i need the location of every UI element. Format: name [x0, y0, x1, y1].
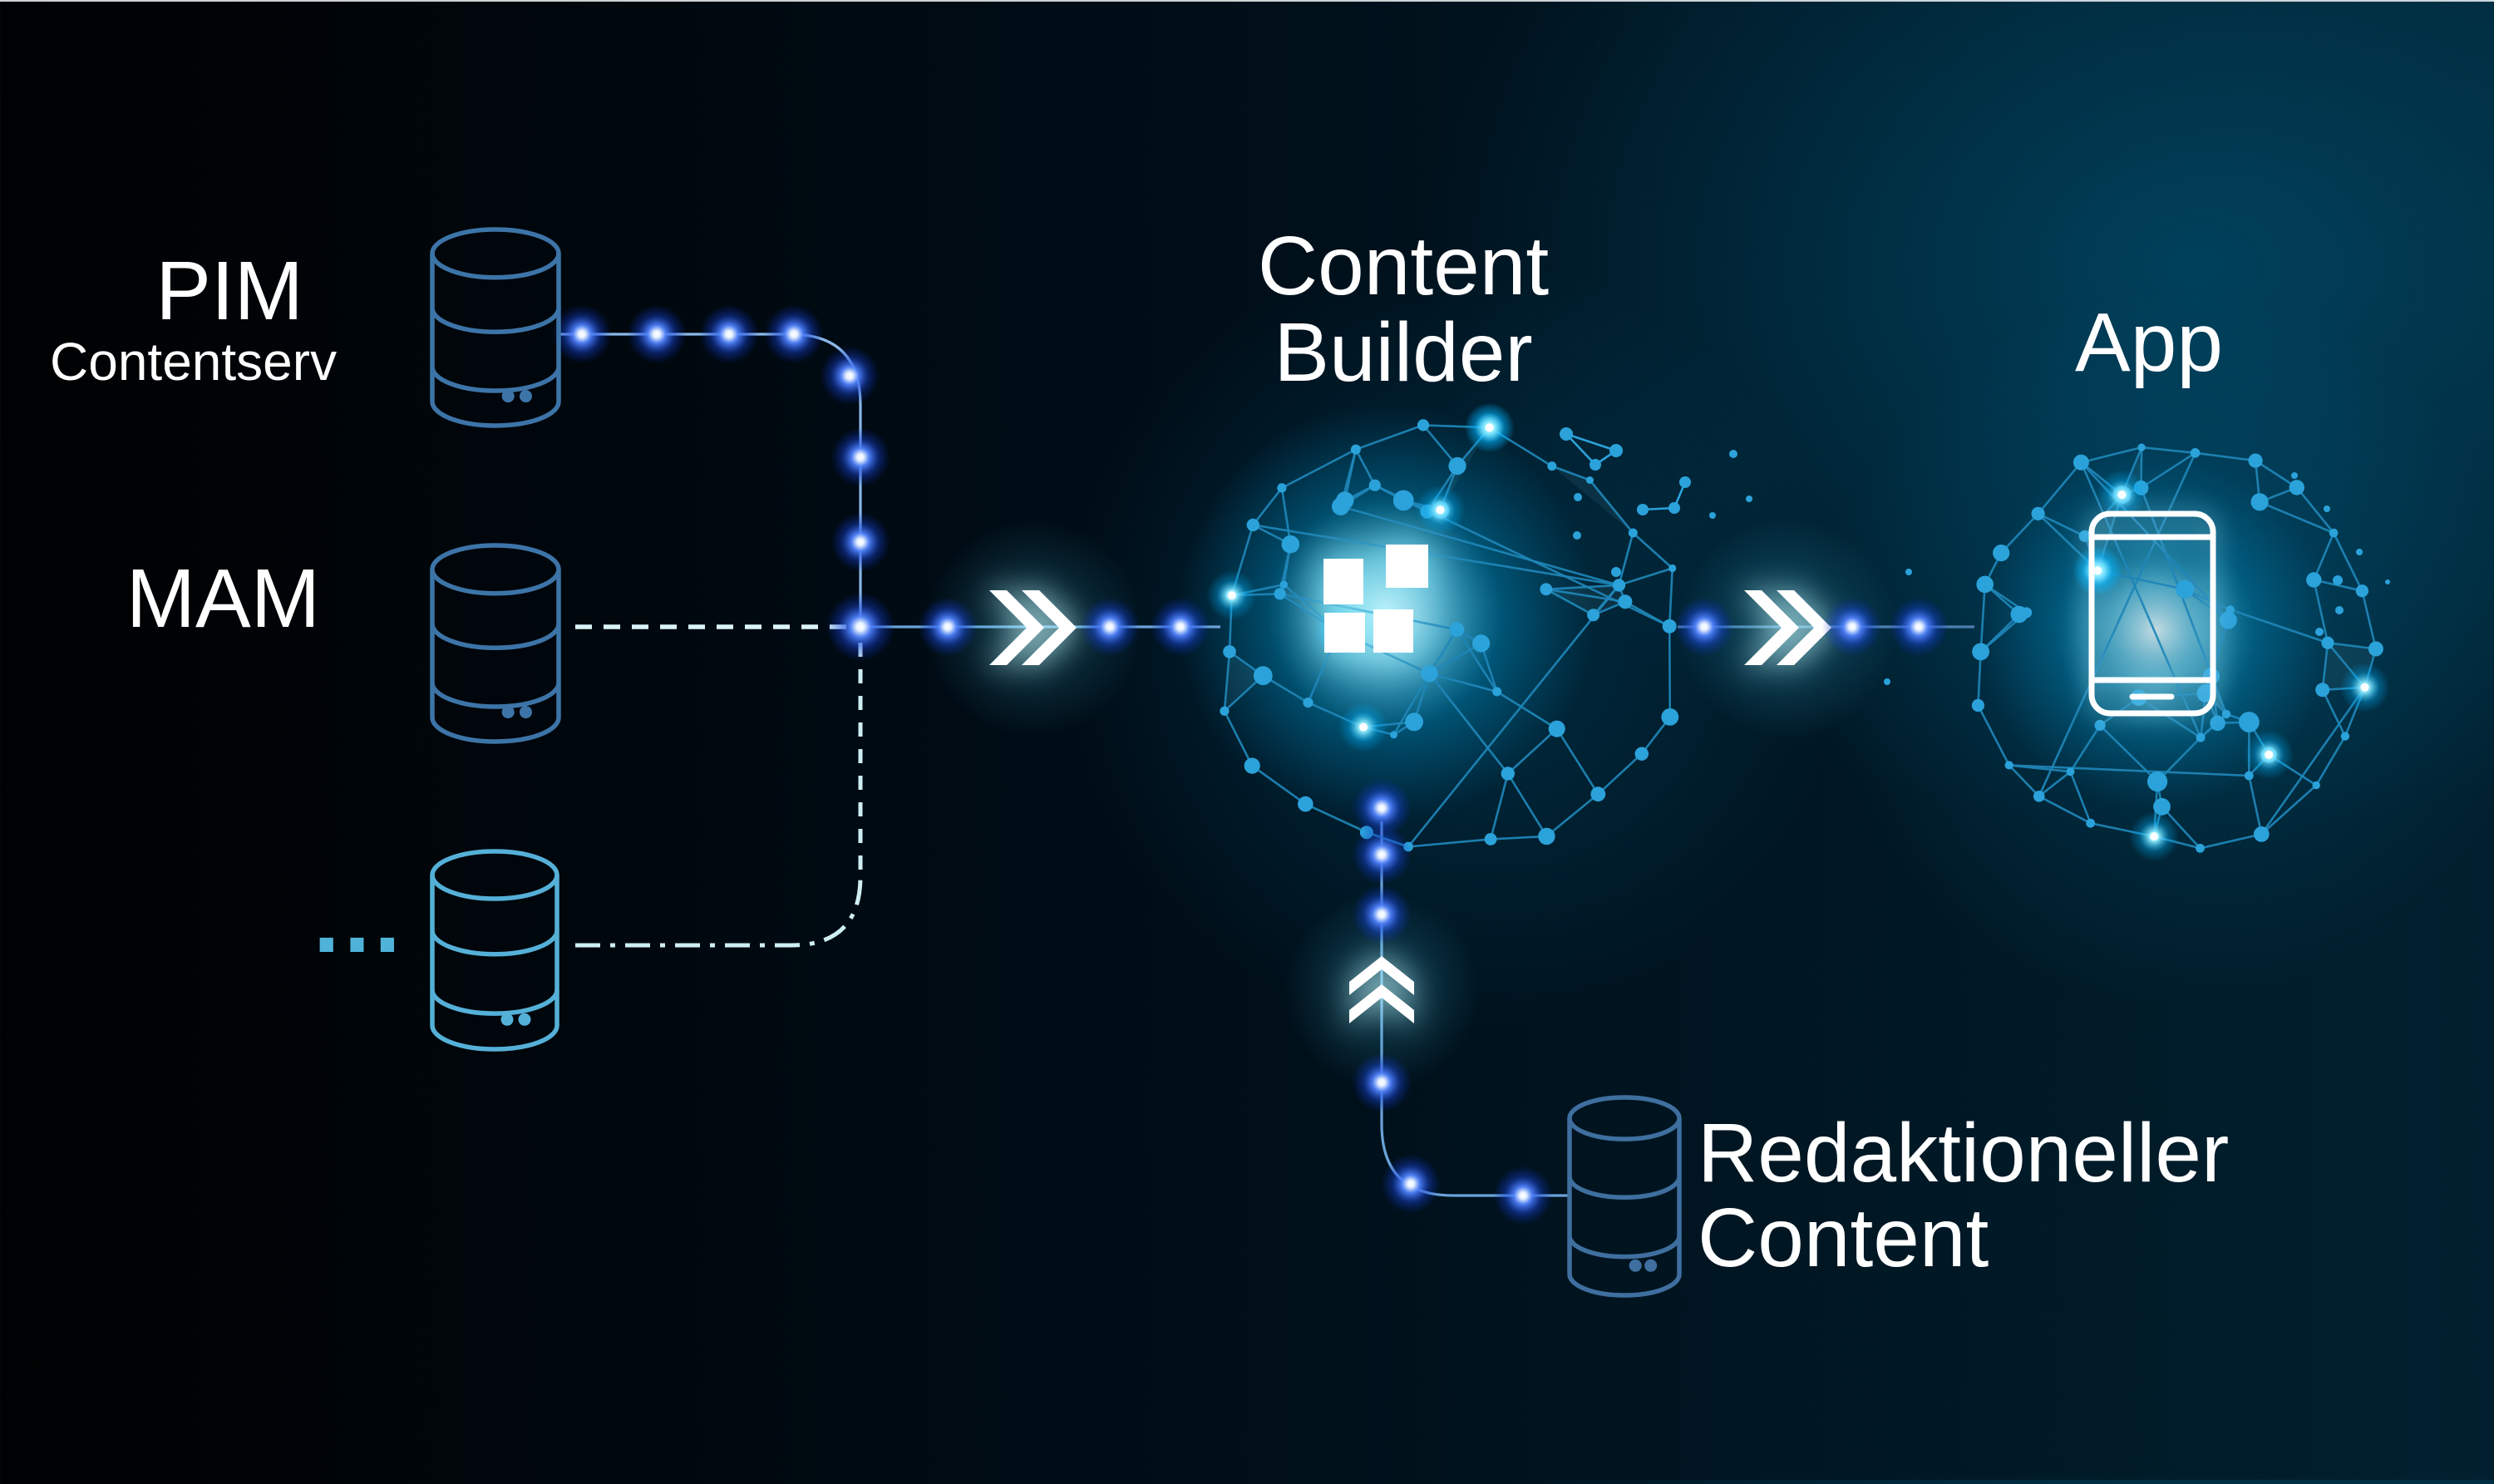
other-sources-ellipsis-icon: … — [309, 865, 407, 974]
editorial-label-line1: Redaktioneller — [1698, 1111, 2363, 1196]
top-edge-hairline — [0, 0, 2494, 2]
pim-sublabel: Contentserv — [50, 334, 303, 390]
mam-label-block: MAM — [50, 555, 320, 642]
mam-database-icon — [432, 545, 559, 742]
mam-label: MAM — [50, 555, 320, 642]
content-builder-label-line1: Content — [1154, 223, 1653, 309]
other-database-icon — [432, 851, 557, 1049]
editorial-database-icon — [1570, 1097, 1679, 1295]
other-flow-line — [575, 876, 860, 945]
pim-label-block: PIM Contentserv — [50, 248, 303, 390]
pim-label: PIM — [50, 248, 303, 334]
content-builder-label-line2: Builder — [1154, 309, 1653, 396]
content-builder-label: Content Builder — [1154, 223, 1653, 396]
pim-flow-line — [560, 334, 860, 627]
app-label: App — [1983, 299, 2315, 386]
editorial-content-label: Redaktioneller Content — [1698, 1111, 2363, 1280]
editorial-label-line2: Content — [1698, 1196, 2363, 1280]
pim-database-icon — [432, 229, 559, 426]
